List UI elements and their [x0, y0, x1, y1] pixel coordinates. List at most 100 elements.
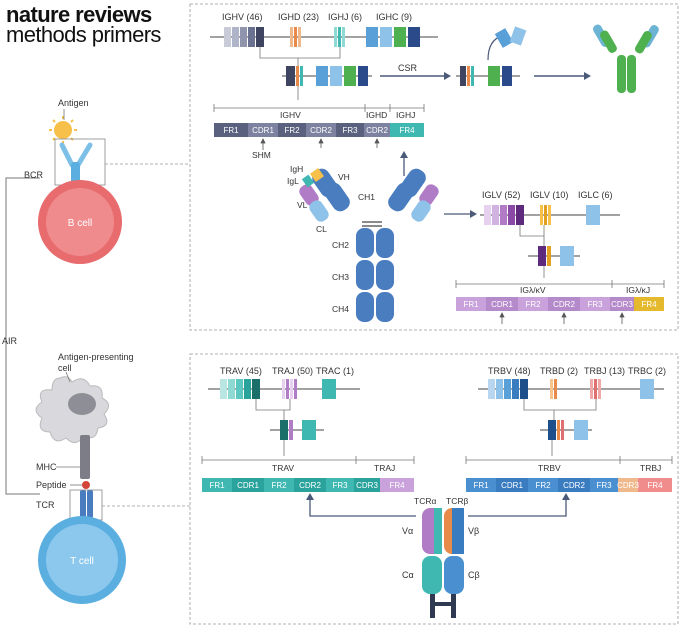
air-label: AIR	[2, 336, 18, 346]
trbd-label: TRBD (2)	[540, 366, 578, 376]
apc-label: Antigen-presenting	[58, 352, 134, 362]
antibody-structure-icon	[299, 168, 439, 322]
mhc-label: MHC	[36, 462, 57, 472]
l-region-fr4: FR4	[641, 300, 657, 309]
tcr-heterodimer-icon	[422, 508, 464, 618]
ch2-label: CH2	[332, 240, 349, 250]
h-region-fr3: FR3	[342, 126, 358, 135]
traj-label: TRAJ (50)	[272, 366, 313, 376]
seg-ighv-label: IGHV	[280, 110, 301, 120]
csr-label: CSR	[398, 63, 418, 73]
b-region-fr1: FR1	[473, 481, 489, 490]
seg-trbv-label: TRBV	[538, 463, 561, 473]
trbj-label: TRBJ (13)	[584, 366, 625, 376]
ighv-label: IGHV (46)	[222, 12, 263, 22]
trbv-label: TRBV (48)	[488, 366, 531, 376]
logo-line-2: methods primers	[6, 22, 161, 47]
igkv-label: IGλ/κV	[520, 285, 546, 295]
antigen-label: Antigen	[58, 98, 89, 108]
b-region-fr3: FR3	[596, 481, 612, 490]
antigen-presenting-cell	[35, 376, 109, 443]
logo-line-1: nature reviews	[6, 2, 152, 27]
l-region-cdr2: CDR2	[553, 300, 575, 309]
cl-label: CL	[316, 224, 327, 234]
ch3-label: CH3	[332, 272, 349, 282]
rearranged-vdj: CSR	[282, 26, 591, 100]
seg-ighj-label: IGHJ	[396, 110, 415, 120]
h-region-fr1: FR1	[223, 126, 239, 135]
h-region-cdr3: CDR2	[366, 126, 388, 135]
iglv10-label: IGLV (10)	[530, 190, 568, 200]
tcr-label: TCR	[36, 500, 55, 510]
b-region-cdr1: CDR1	[501, 481, 523, 490]
peptide-icon	[82, 481, 90, 489]
ighd-label: IGHD (23)	[278, 12, 319, 22]
igkj-label: IGλ/κJ	[626, 285, 650, 295]
igl-region-bar: IGλ/κV IGλ/κJ FR1 CDR1 FR2 CDR2 FR3 CDR3…	[455, 280, 665, 324]
h-region-fr4: FR4	[399, 126, 415, 135]
a-region-fr4: FR4	[389, 481, 405, 490]
bcr-label: BCR	[24, 170, 44, 180]
h-region-cdr2: CDR2	[310, 126, 332, 135]
a-region-fr1: FR1	[209, 481, 225, 490]
tcr-panel	[189, 353, 679, 625]
t-cell-label: T cell	[70, 556, 94, 567]
left-panel: AIR Antigen BCR B cell Antigen-	[2, 98, 190, 604]
vb-label: Vβ	[468, 526, 479, 536]
trav-label: TRAV (45)	[220, 366, 262, 376]
l-region-cdr3: CDR3	[611, 300, 633, 309]
apc-label-2: cell	[58, 363, 72, 373]
l-region-fr1: FR1	[463, 300, 479, 309]
seg-trav-label: TRAV	[272, 463, 294, 473]
iglv-label: IGLV (52)	[482, 190, 520, 200]
shm-label: SHM	[252, 150, 271, 160]
vl-label: VL	[297, 200, 308, 210]
a-region-cdr1: CDR1	[237, 481, 259, 490]
ca-label: Cα	[402, 570, 414, 580]
l-region-fr3: FR3	[587, 300, 603, 309]
peptide-label: Peptide	[36, 480, 67, 490]
b-region-cdr3: CDR3	[617, 481, 639, 490]
antigen-icon	[49, 116, 77, 144]
a-region-fr3: FR3	[332, 481, 348, 490]
igh-locus: IGHV (46) IGHD (23) IGHJ (6) IGHC (9)	[210, 12, 438, 66]
seg-ighd-label: IGHD	[366, 110, 387, 120]
b-region-fr2: FR2	[535, 481, 551, 490]
bcr-panel	[189, 3, 679, 331]
b-region-fr4: FR4	[647, 481, 663, 490]
ch1-label: CH1	[358, 192, 375, 202]
trb-region-bar: TRBV TRBJ FR1 CDR1 FR2 CDR2 FR3 CDR3 FR4	[465, 456, 673, 492]
ighc-label: IGHC (9)	[376, 12, 412, 22]
l-region-cdr1: CDR1	[491, 300, 513, 309]
va-label: Vα	[402, 526, 413, 536]
mhc-icon	[80, 435, 90, 479]
igl-label: IgL	[287, 176, 299, 186]
trac-label: TRAC (1)	[316, 366, 354, 376]
iglc-label: IGLC (6)	[578, 190, 613, 200]
h-region-cdr1: CDR1	[252, 126, 274, 135]
tcrb-label: TCRβ	[446, 496, 468, 506]
a-region-fr2: FR2	[271, 481, 287, 490]
h-region-fr2: FR2	[284, 126, 300, 135]
trb-locus: TRBV (48) TRBD (2) TRBJ (13) TRBC (2)	[478, 366, 666, 456]
tra-locus: TRAV (45) TRAJ (50) TRAC (1)	[208, 366, 360, 456]
bcr-receptor-icon	[59, 142, 93, 186]
igh-region-bar: IGHV IGHD IGHJ FR1 CDR1 FR2 CDR2 FR3 CDR…	[213, 104, 425, 160]
tcra-label: TCRα	[414, 496, 436, 506]
ch4-label: CH4	[332, 304, 349, 314]
b-region-cdr2: CDR2	[563, 481, 585, 490]
a-region-cdr3: CDR3	[356, 481, 378, 490]
b-cell-label: B cell	[68, 218, 92, 229]
ighj-label: IGHJ (6)	[328, 12, 362, 22]
vh-label: VH	[338, 172, 350, 182]
tra-region-bar: TRAV TRAJ FR1 CDR1 FR2 CDR2 FR3 CDR3 FR4	[201, 456, 415, 492]
a-region-cdr2: CDR2	[299, 481, 321, 490]
igh-label: IgH	[290, 164, 303, 174]
cb-label: Cβ	[468, 570, 480, 580]
igl-locus: IGLV (52) IGLV (10) IGLC (6)	[480, 190, 620, 278]
l-region-fr2: FR2	[525, 300, 541, 309]
tcr-icon	[80, 490, 86, 518]
trbc-label: TRBC (2)	[628, 366, 666, 376]
seg-traj-label: TRAJ	[374, 463, 395, 473]
